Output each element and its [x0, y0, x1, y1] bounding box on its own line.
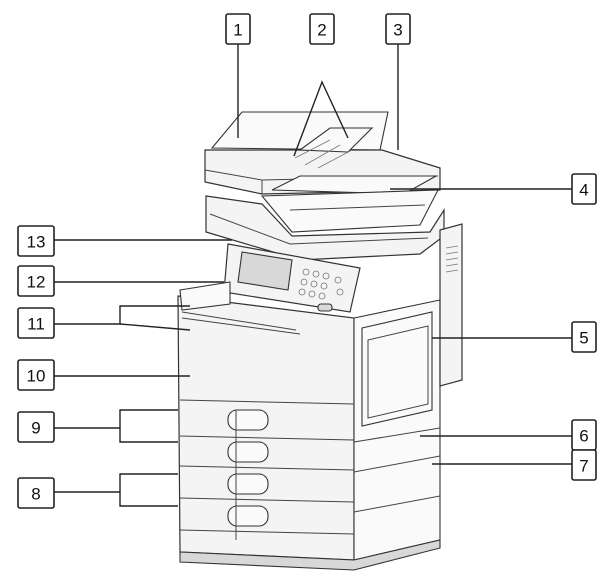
leader-9: [54, 409, 178, 429]
callout-1-label: 1: [233, 21, 242, 40]
callout-13: 13: [17, 225, 55, 257]
callout-10-label: 10: [27, 367, 46, 386]
control-panel: [223, 243, 361, 313]
callout-7: 7: [571, 449, 597, 481]
callout-5-label: 5: [579, 329, 588, 348]
tray-handles: [227, 409, 269, 540]
leader-8: [54, 473, 178, 493]
leader-8b: [119, 492, 178, 507]
callout-13-label: 13: [27, 233, 46, 252]
document-feeder: [204, 111, 441, 233]
leader-lines: [54, 44, 572, 507]
callout-4: 4: [571, 173, 597, 205]
callout-2-label: 2: [317, 21, 326, 40]
callout-12: 12: [17, 265, 55, 297]
callout-8-label: 8: [31, 485, 40, 504]
callout-11-label: 11: [27, 315, 45, 334]
printer-illustration: [177, 111, 463, 571]
callout-12-label: 12: [27, 273, 46, 292]
leader-11b: [119, 323, 191, 331]
callout-3-label: 3: [393, 21, 402, 40]
main-body: [177, 223, 463, 571]
callout-7-label: 7: [579, 457, 588, 476]
callout-5: 5: [571, 321, 597, 353]
callout-3: 3: [385, 13, 411, 45]
callout-9: 9: [17, 411, 55, 443]
callout-2: 2: [309, 13, 335, 45]
callout-1: 1: [225, 13, 251, 45]
leader-11: [54, 305, 190, 325]
callout-6-label: 6: [579, 427, 588, 446]
leader-9b: [119, 428, 178, 443]
callout-10: 10: [17, 359, 55, 391]
callout-9-label: 9: [31, 419, 40, 438]
scanner-unit: [205, 195, 445, 261]
callout-6: 6: [571, 419, 597, 451]
callout-4-label: 4: [579, 181, 588, 200]
callout-11: 11: [17, 307, 55, 339]
callout-8: 8: [17, 477, 55, 509]
leader-2: [293, 80, 349, 157]
